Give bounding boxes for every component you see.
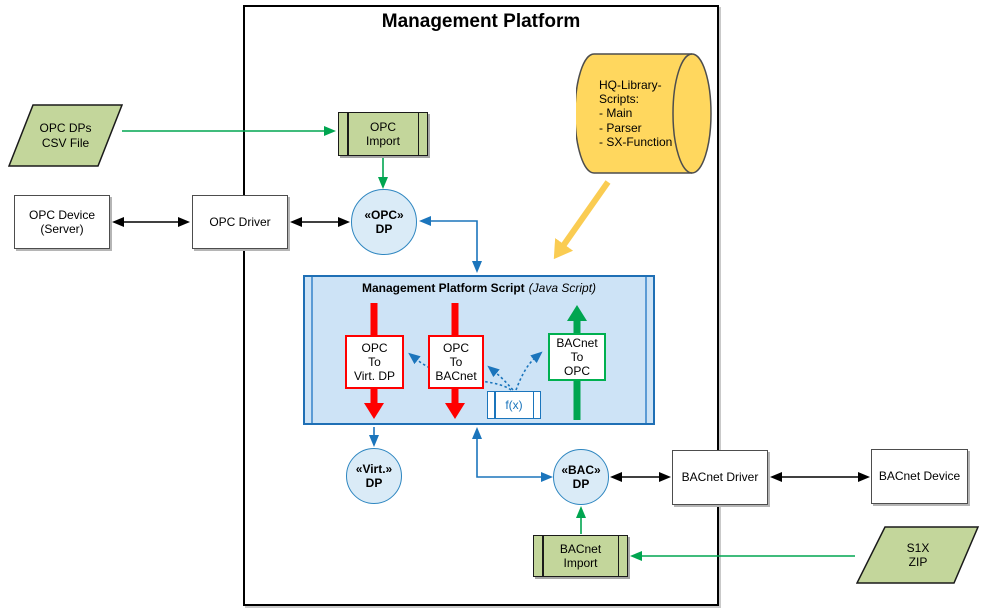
double-line-right	[417, 113, 419, 155]
script-title-subtitle: (Java Script)	[528, 280, 597, 295]
node-bacnet-import: BACnet Import	[533, 535, 628, 577]
node-label: f(x)	[505, 397, 523, 412]
node-label: BACnet To OPC	[556, 335, 598, 379]
arrow-script-bac-dp	[472, 427, 553, 482]
parallelogram-shape	[856, 526, 980, 584]
node-s1x-zip: S1X ZIP	[856, 526, 980, 584]
double-line-right	[532, 392, 534, 418]
double-line-left	[494, 392, 496, 418]
node-opc-device: OPC Device (Server)	[14, 195, 110, 249]
page-title-text: Management Platform	[381, 10, 581, 32]
node-label: OPC To BACnet	[435, 340, 477, 384]
node-fx-function: f(x)	[487, 391, 541, 419]
page-title: Management Platform	[243, 9, 719, 35]
arrow-opc-dp-script	[419, 216, 482, 273]
node-opc-to-bacnet: OPC To BACnet	[428, 335, 484, 389]
cylinder-shape	[576, 53, 712, 174]
node-hq-library-scripts: HQ-Library- Scripts: - Main - Parser - S…	[576, 53, 712, 174]
node-label: OPC Driver	[209, 214, 271, 229]
node-label: «OPC» DP	[364, 207, 404, 236]
arrow-hq-library-to-script	[553, 180, 611, 260]
node-opc-driver: OPC Driver	[192, 195, 288, 249]
script-title-main: Management Platform Script	[361, 280, 525, 295]
node-opc-dps-csv-file: OPC DPs CSV File	[8, 104, 123, 167]
node-bacnet-device: BACnet Device	[871, 449, 968, 504]
ref-fx-to-bacnet-opc	[515, 351, 543, 391]
node-opc-to-virt-dp: OPC To Virt. DP	[345, 335, 404, 389]
node-opc-import: OPC Import	[338, 112, 428, 156]
node-label: HQ-Library- Scripts: - Main - Parser - S…	[599, 78, 673, 149]
node-bacnet-to-opc: BACnet To OPC	[548, 333, 606, 381]
double-line-right	[617, 536, 619, 576]
node-label: OPC To Virt. DP	[353, 340, 396, 384]
node-virt-dp: «Virt.» DP	[346, 448, 402, 504]
node-opc-dp: «OPC» DP	[351, 189, 417, 255]
node-label: OPC Import	[365, 119, 400, 148]
node-label: BACnet Import	[559, 541, 602, 570]
node-label: OPC DPs CSV File	[39, 121, 92, 150]
ref-fx-to-opc-bacnet	[487, 365, 514, 391]
node-label: «Virt.» DP	[355, 461, 393, 490]
double-line-left	[347, 113, 349, 155]
double-line-left	[542, 536, 544, 576]
node-bac-dp: «BAC» DP	[553, 449, 609, 505]
node-bacnet-driver: BACnet Driver	[672, 450, 768, 505]
node-label: OPC Device (Server)	[28, 207, 96, 236]
node-label: «BAC» DP	[561, 462, 601, 491]
script-title: Management Platform Script (Java Script)	[303, 280, 655, 296]
parallelogram-shape	[8, 104, 123, 167]
script-box-double-line-right	[645, 277, 647, 423]
node-label: BACnet Driver	[681, 470, 759, 485]
script-box-double-line-left	[311, 277, 313, 423]
node-label: S1X ZIP	[906, 540, 930, 569]
node-label: BACnet Device	[878, 469, 961, 484]
